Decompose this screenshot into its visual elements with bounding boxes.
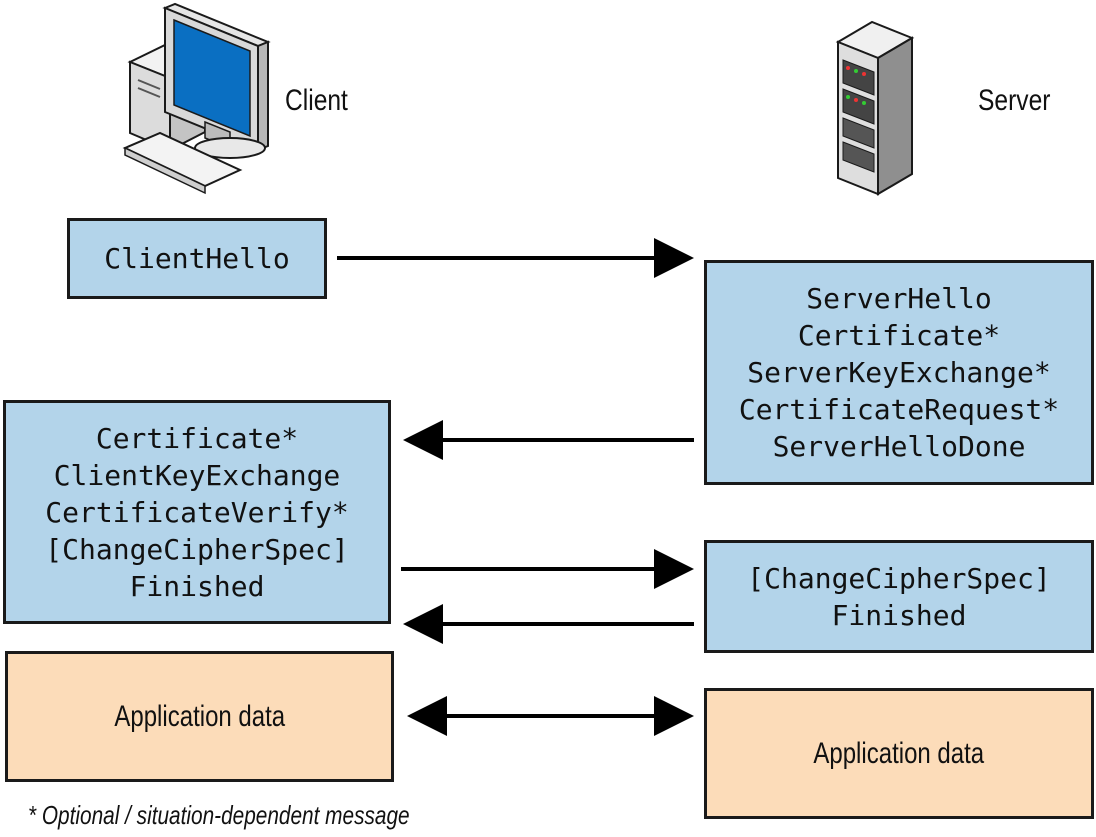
server-hello-box: ServerHello Certificate* ServerKeyExchan…	[704, 260, 1094, 485]
message-line: CertificateVerify*	[45, 495, 349, 529]
message-line: Certificate*	[797, 319, 1001, 352]
server-application-data-box: Application data	[704, 688, 1094, 819]
message-line: Certificate*	[95, 421, 299, 455]
message-line: ServerKeyExchange*	[747, 356, 1051, 389]
server-rack-icon	[835, 20, 915, 196]
message-line: Finished	[129, 569, 265, 603]
client-hello-box: ClientHello	[67, 218, 327, 299]
client-computer-icon	[122, 2, 271, 195]
footnote: * Optional / situation-dependent message	[28, 800, 410, 830]
message-line: ServerHello	[806, 282, 992, 315]
server-label: Server	[978, 84, 1051, 117]
application-data-label: Application data	[114, 699, 285, 733]
message-line: ServerHelloDone	[772, 430, 1026, 463]
message-line: [ChangeCipherSpec]	[45, 532, 349, 566]
message-line: ClientHello	[104, 242, 290, 275]
message-line: [ChangeCipherSpec]	[747, 561, 1051, 595]
message-line: CertificateRequest*	[738, 393, 1060, 426]
application-data-label: Application data	[813, 736, 985, 770]
client-label: Client	[285, 84, 348, 117]
message-line: Finished	[831, 598, 967, 632]
server-finished-box: [ChangeCipherSpec] Finished	[704, 540, 1094, 653]
client-key-exchange-box: Certificate* ClientKeyExchange Certifica…	[3, 400, 391, 624]
client-application-data-box: Application data	[5, 651, 394, 782]
message-line: ClientKeyExchange	[53, 458, 341, 492]
